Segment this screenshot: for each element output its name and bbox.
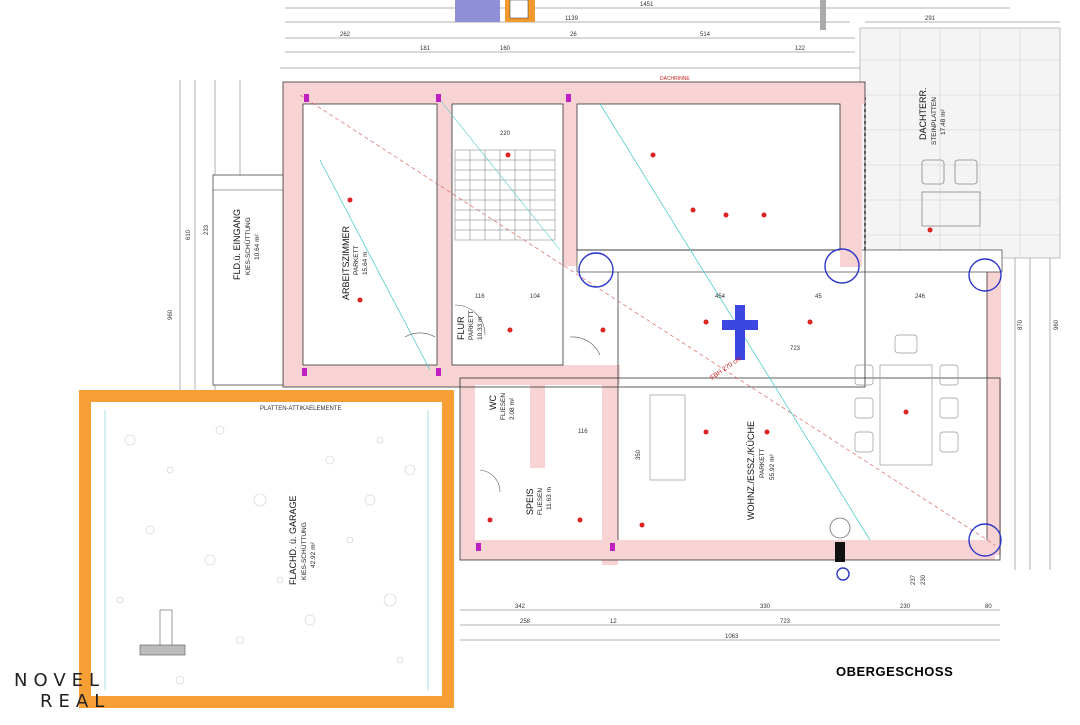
dim-top-3: 160 bbox=[500, 46, 511, 52]
dim-interior-8: 350 bbox=[636, 449, 642, 460]
grey-circle bbox=[829, 517, 851, 539]
room-name-arbeitszimmer: ARBEITSZIMMER bbox=[341, 225, 351, 300]
room-name-flur: FLUR bbox=[456, 316, 466, 340]
dim-interior-11: 230 bbox=[921, 574, 927, 585]
black-bar bbox=[835, 542, 845, 562]
room-area-flachdach-garage: 42.92 m² bbox=[310, 542, 317, 568]
room-label-fld-eingang: FLD.ü. EINGANG KIES-SCHÜTTUNG 10.64 m² bbox=[232, 209, 261, 280]
door-swings bbox=[404, 304, 601, 493]
dim-top-4: 26 bbox=[570, 32, 577, 38]
room-area-speis: 11.63 m bbox=[546, 487, 553, 510]
logo-line1: NOVEL bbox=[14, 670, 105, 691]
room-sub-speis: FLIESEN bbox=[537, 488, 544, 515]
gravel-circles bbox=[116, 425, 416, 685]
room-sub-arbeitszimmer: PARKETT bbox=[353, 245, 360, 275]
dachrinne-label-top: DACHRINNE bbox=[660, 76, 690, 82]
staircase bbox=[454, 149, 556, 241]
dim-right-2: 870 bbox=[1018, 319, 1024, 330]
room-label-wc: WC FLIESEN 2.08 m² bbox=[488, 393, 516, 420]
fld-eingang-area bbox=[212, 174, 284, 386]
dim-bottom-6: 230 bbox=[900, 604, 911, 610]
room-name-wc: WC bbox=[488, 395, 498, 410]
room-area-flur: 10.33 m bbox=[477, 317, 484, 341]
dim-interior-1: 220 bbox=[500, 131, 511, 137]
bottom-dimension-lines bbox=[460, 609, 1000, 641]
dim-left-1: 610 bbox=[186, 229, 192, 240]
dim-interior-10: 237 bbox=[911, 574, 917, 585]
garage-attika-label: PLATTEN-ATTIKAELEMENTE bbox=[260, 406, 341, 412]
dim-left-2: 233 bbox=[204, 224, 210, 235]
dim-top-1: 262 bbox=[340, 32, 351, 38]
room-name-dachterrasse: DACHTERR. bbox=[918, 87, 928, 140]
room-label-arbeitszimmer: ARBEITSZIMMER PARKETT 15.64 m bbox=[341, 225, 369, 300]
room-name-fld-eingang: FLD.ü. EINGANG bbox=[232, 209, 242, 280]
dim-interior-9: 116 bbox=[578, 429, 588, 435]
top-dimension-lines bbox=[280, 7, 1060, 69]
room-area-arbeitszimmer: 15.64 m bbox=[362, 252, 369, 276]
dim-interior-4: 45 bbox=[815, 294, 822, 300]
room-area-dachterrasse: 17.48 m² bbox=[940, 109, 947, 135]
dim-bottom-2: 258 bbox=[520, 619, 531, 625]
dim-bottom-5: 723 bbox=[780, 619, 791, 625]
dim-top-total: 1139 bbox=[565, 16, 579, 22]
room-label-flur: FLUR PARKETT 10.33 m bbox=[456, 310, 484, 340]
dim-interior-2: 104 bbox=[530, 294, 541, 300]
room-sub-flur: PARKETT bbox=[468, 310, 475, 340]
room-name-wohnzimmer: WOHNZ./ESSZ./KÜCHE bbox=[746, 421, 756, 520]
kitchen-island bbox=[649, 394, 686, 481]
dim-left-total: 960 bbox=[168, 309, 174, 320]
room-sub-wohnzimmer: PARKETT bbox=[759, 448, 766, 478]
dim-bottom-total: 1063 bbox=[725, 634, 739, 640]
room-label-dachterrasse: DACHTERR. STEINPLATTEN 17.48 m² bbox=[918, 87, 947, 145]
top-post bbox=[820, 0, 826, 30]
junction-markers bbox=[302, 94, 615, 551]
dim-interior-3: 116 bbox=[475, 294, 485, 300]
plan-title: OBERGESCHOSS bbox=[836, 664, 953, 679]
dim-top-small: 1451 bbox=[640, 2, 654, 8]
dachterrasse-tiles bbox=[860, 28, 1060, 258]
dim-bottom-1: 342 bbox=[515, 604, 526, 610]
diagonal-teal-1 bbox=[319, 159, 431, 371]
room-sub-fld-eingang: KIES-SCHÜTTUNG bbox=[244, 217, 252, 275]
dim-top-6: 122 bbox=[795, 46, 806, 52]
room-name-flachdach-garage: FLACHD. ü. GARAGE bbox=[288, 495, 298, 585]
dim-interior-6: 246 bbox=[915, 294, 926, 300]
top-swatch-inner bbox=[509, 0, 529, 19]
brand-logo: NOVEL REAL bbox=[14, 670, 110, 712]
diagonal-section-red bbox=[299, 94, 996, 546]
column-markers bbox=[578, 248, 1002, 581]
walls bbox=[283, 82, 1003, 565]
room-area-wc: 2.08 m² bbox=[509, 397, 516, 420]
room-area-wohnzimmer: 55.92 m² bbox=[769, 454, 776, 480]
room-label-flachdach-garage: FLACHD. ü. GARAGE KIES-SCHÜTTUNG 42.92 m… bbox=[288, 495, 317, 585]
socket-markers bbox=[347, 152, 933, 528]
room-label-wohnzimmer: WOHNZ./ESSZ./KÜCHE PARKETT 55.92 m² bbox=[746, 421, 776, 520]
dim-right-total: 960 bbox=[1054, 319, 1060, 330]
room-label-speis: SPEIS FLIESEN 11.63 m bbox=[525, 487, 553, 515]
room-sub-flachdach-garage: KIES-SCHÜTTUNG bbox=[300, 522, 308, 580]
terrace-furniture bbox=[921, 159, 981, 227]
top-swatch-blue bbox=[455, 0, 500, 22]
dim-bottom-3: 12 bbox=[610, 619, 617, 625]
dim-top-right: 291 bbox=[925, 16, 936, 22]
logo-line2: REAL bbox=[40, 691, 110, 712]
diagonal-teal-3 bbox=[439, 99, 561, 251]
room-sub-wc: FLIESEN bbox=[500, 393, 507, 420]
dim-top-5: 514 bbox=[700, 32, 711, 38]
dim-top-2: 181 bbox=[420, 46, 431, 52]
blue-column-cross bbox=[722, 320, 758, 330]
dachterrasse-area bbox=[859, 27, 1061, 259]
room-area-fld-eingang: 10.64 m² bbox=[254, 234, 261, 260]
dim-interior-7: 723 bbox=[790, 346, 801, 352]
room-sub-dachterrasse: STEINPLATTEN bbox=[931, 97, 938, 145]
room-name-speis: SPEIS bbox=[525, 488, 535, 515]
dining-furniture bbox=[854, 334, 959, 466]
dim-interior-5: 454 bbox=[715, 294, 726, 300]
blue-column bbox=[735, 305, 745, 360]
dim-bottom-7: 80 bbox=[985, 604, 992, 610]
drain-detail bbox=[139, 609, 186, 656]
dim-bottom-4: 330 bbox=[760, 604, 771, 610]
